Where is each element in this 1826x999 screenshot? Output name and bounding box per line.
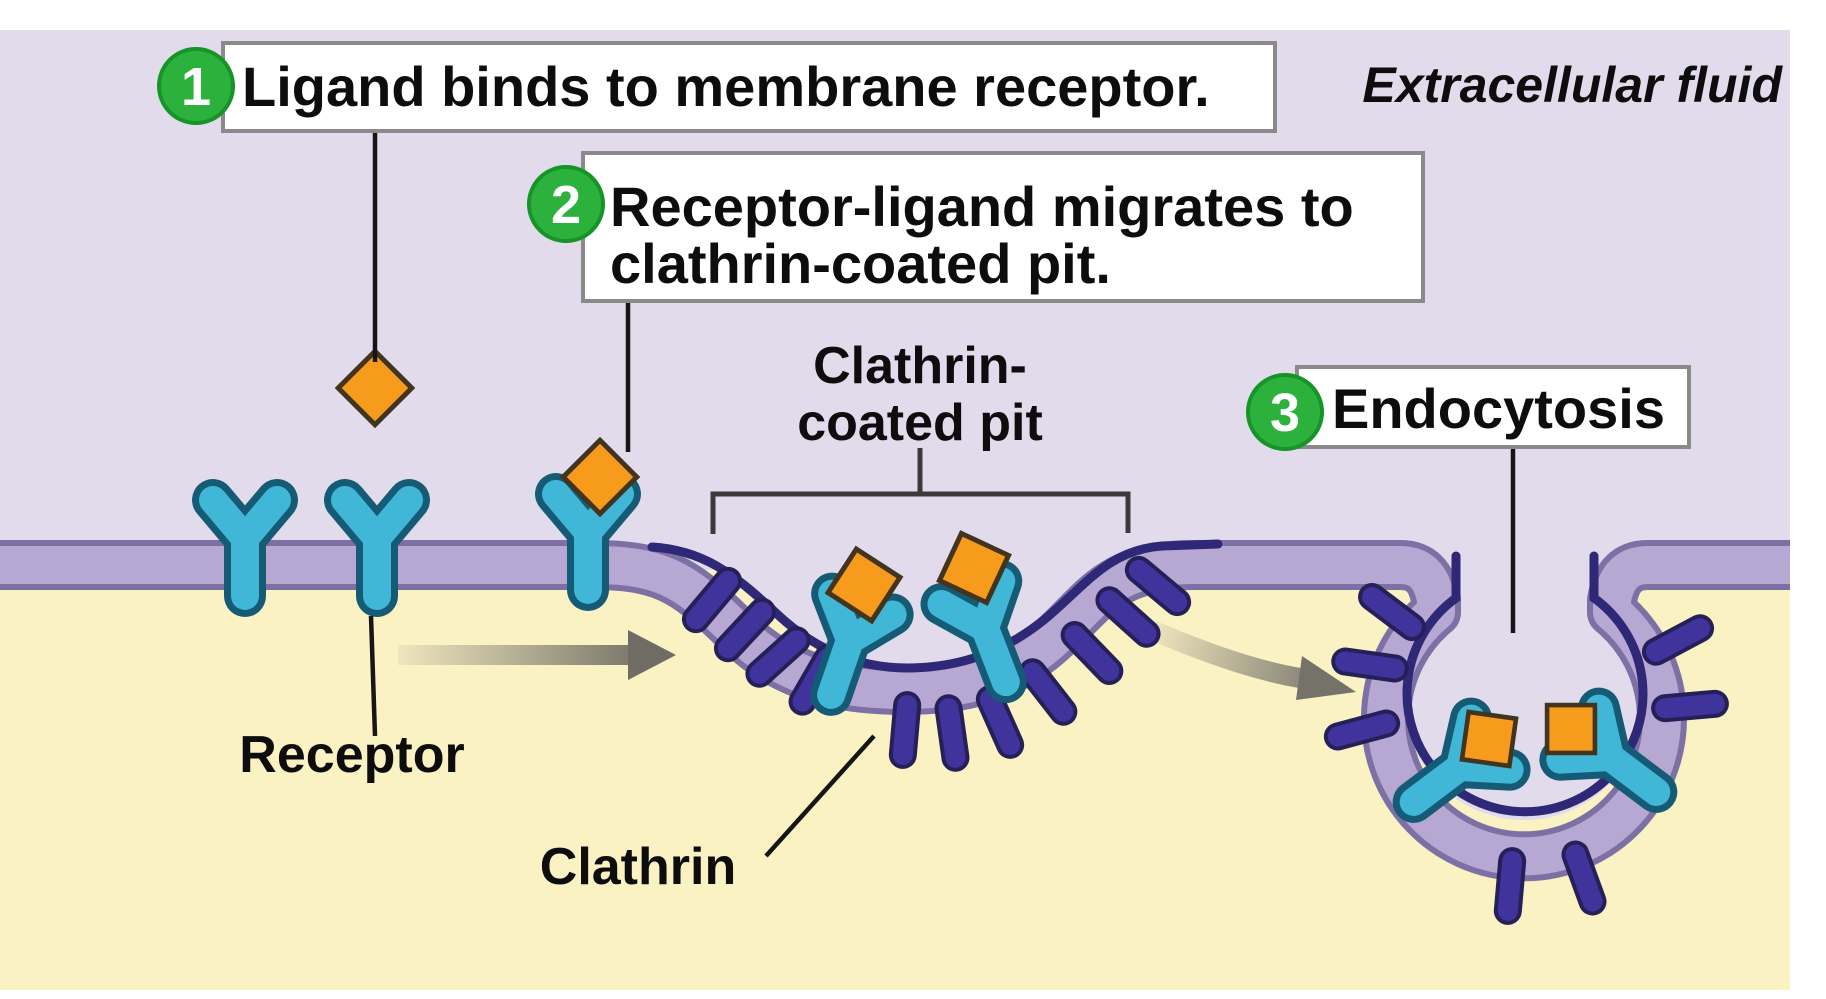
progress-arrow-1 xyxy=(398,630,676,680)
ligand-icon xyxy=(1547,705,1595,753)
clathrin-icon xyxy=(1575,855,1592,902)
progress-arrow-2 xyxy=(1148,620,1356,700)
step2-callout: 2 Receptor-ligand migrates to clathrin-c… xyxy=(527,151,1425,303)
step3-text: Endocytosis xyxy=(1332,377,1665,440)
step3-number: 3 xyxy=(1270,383,1300,443)
clathrin-label: Clathrin xyxy=(540,838,736,896)
clathrin-icon xyxy=(1665,704,1715,708)
step1-badge xyxy=(157,47,235,125)
step1-text: Ligand binds to membrane receptor. xyxy=(242,55,1210,118)
clathrin-pit-label-line2: coated pit xyxy=(797,394,1043,452)
clathrin-icon xyxy=(1345,662,1395,669)
vesicle-inner-membrane-line xyxy=(1402,551,1648,817)
clathrin-icon xyxy=(990,699,1010,745)
step1-callout: 1 Ligand binds to membrane receptor. xyxy=(157,41,1277,133)
step2-text-line1: Receptor-ligand migrates to xyxy=(610,175,1354,238)
clathrin-pit-label-line1: Clathrin- xyxy=(813,337,1027,395)
receptor-label: Receptor xyxy=(239,726,464,784)
step3-callout: 3 Endocytosis xyxy=(1246,365,1691,451)
step2-badge xyxy=(527,165,605,243)
step2-number: 2 xyxy=(551,175,581,235)
step1-number: 1 xyxy=(181,57,211,117)
receptor-pointer-line xyxy=(368,615,378,737)
clathrin-icon xyxy=(903,705,907,755)
step2-text-line2: clathrin-coated pit. xyxy=(610,232,1111,295)
ligand-icon xyxy=(1462,712,1516,766)
clathrin-pointer-line xyxy=(764,734,876,858)
clathrin-icon xyxy=(1508,861,1512,911)
step3-badge xyxy=(1246,373,1324,451)
extracellular-fluid-label: Extracellular fluid xyxy=(1362,57,1783,113)
clathrin-icon xyxy=(1338,724,1386,737)
clathrin-icon xyxy=(949,708,956,758)
